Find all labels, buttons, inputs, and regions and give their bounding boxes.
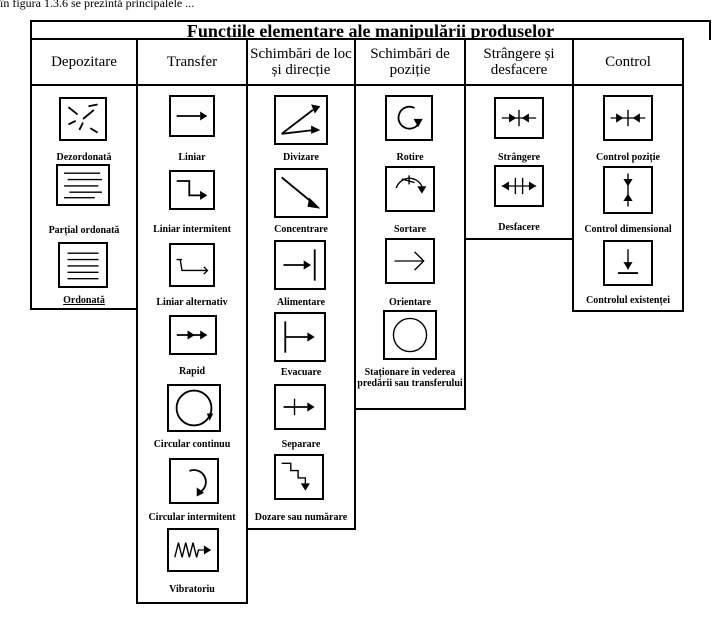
back-forth-arrow-icon: [169, 243, 215, 287]
label-dozare-numarare: Dozare sau numărare: [254, 512, 348, 523]
double-arrow-icon: [169, 315, 217, 355]
circle-icon: [383, 310, 437, 360]
column-header: Schimbări de poziție: [356, 40, 464, 86]
staircase-arrow-icon: [274, 454, 324, 500]
label-vibratoriu: Vibratoriu: [169, 584, 215, 595]
diagram-title: Funcțiile elementare ale manipulării pro…: [30, 20, 711, 40]
spread-arrows-icon: [494, 165, 544, 207]
feed-arrow-icon: [274, 240, 326, 290]
label-control-dimensional: Control dimensional: [584, 224, 672, 235]
label-rotire: Rotire: [396, 152, 424, 163]
label-orientare: Orientare: [388, 297, 432, 308]
converge-arrows-icon: [274, 168, 328, 218]
label-separare: Separare: [281, 439, 321, 450]
label-strangere: Strângere: [497, 152, 541, 163]
position-check-icon: [603, 95, 653, 141]
scattered-lines-icon: [59, 97, 107, 141]
chevron-right-icon: [385, 238, 435, 284]
column-control: Control Control poziție Control dimensio…: [572, 38, 684, 312]
label-partial-ordonata: Parțial ordonată: [48, 225, 120, 236]
column-depozitare: Depozitare Dezordonată Parțial ordonată …: [30, 38, 138, 310]
column-schimbari-pozitie: Schimbări de poziție Rotire Sortare Orie…: [354, 38, 466, 410]
squeeze-arrows-icon: [494, 97, 544, 139]
partial-lines-icon: [56, 164, 110, 206]
existence-check-icon: [603, 240, 653, 286]
label-alimentare: Alimentare: [276, 297, 326, 308]
dimension-check-icon: [603, 166, 653, 214]
label-circular-intermitent: Circular intermitent: [148, 512, 236, 523]
label-liniar: Liniar: [178, 152, 206, 163]
column-header: Transfer: [138, 40, 246, 86]
top-text: în figura 1.3.6 se prezintă principalele…: [0, 0, 195, 10]
column-header: Strângere și desfacere: [466, 40, 572, 86]
label-control-pozitie: Control poziție: [596, 152, 660, 163]
circle-arrow-icon: [167, 384, 221, 432]
label-controlul-existentei: Controlul existenței: [586, 295, 670, 306]
label-stationare: Staționare în vederea predării sau trans…: [357, 367, 463, 389]
label-evacuare: Evacuare: [280, 367, 322, 378]
step-arrow-icon: [169, 170, 215, 210]
ordered-lines-icon: [58, 242, 108, 288]
label-ordonata: Ordonată: [63, 295, 105, 306]
label-desfacere: Desfacere: [498, 222, 540, 233]
label-liniar-alternativ: Liniar alternativ: [156, 297, 228, 308]
column-schimbari-loc: Schimbări de loc și direcție Divizare Co…: [246, 38, 356, 530]
evacuate-arrow-icon: [274, 312, 326, 362]
label-liniar-intermitent: Liniar intermitent: [153, 224, 231, 235]
sort-arrow-icon: [385, 166, 435, 212]
separate-arrow-icon: [274, 384, 326, 430]
label-sortare: Sortare: [393, 224, 427, 235]
label-dezordonata: Dezordonată: [56, 152, 112, 163]
arrow-right-icon: [169, 95, 215, 137]
column-strangere: Strângere și desfacere Strângere Desface…: [464, 38, 574, 240]
label-divizare: Divizare: [283, 152, 319, 163]
rotate-arrow-icon: [385, 95, 433, 141]
partial-circle-arrow-icon: [169, 458, 219, 504]
split-arrows-icon: [274, 95, 328, 145]
column-transfer: Transfer Liniar Liniar intermitent Linia…: [136, 38, 248, 604]
column-header: Depozitare: [32, 40, 136, 86]
column-header: Schimbări de loc și direcție: [248, 40, 354, 86]
label-rapid: Rapid: [178, 366, 206, 377]
label-circular-continuu: Circular continuu: [153, 439, 231, 450]
zigzag-arrow-icon: [167, 528, 219, 572]
column-header: Control: [574, 40, 682, 86]
label-concentrare: Concentrare: [274, 224, 328, 235]
